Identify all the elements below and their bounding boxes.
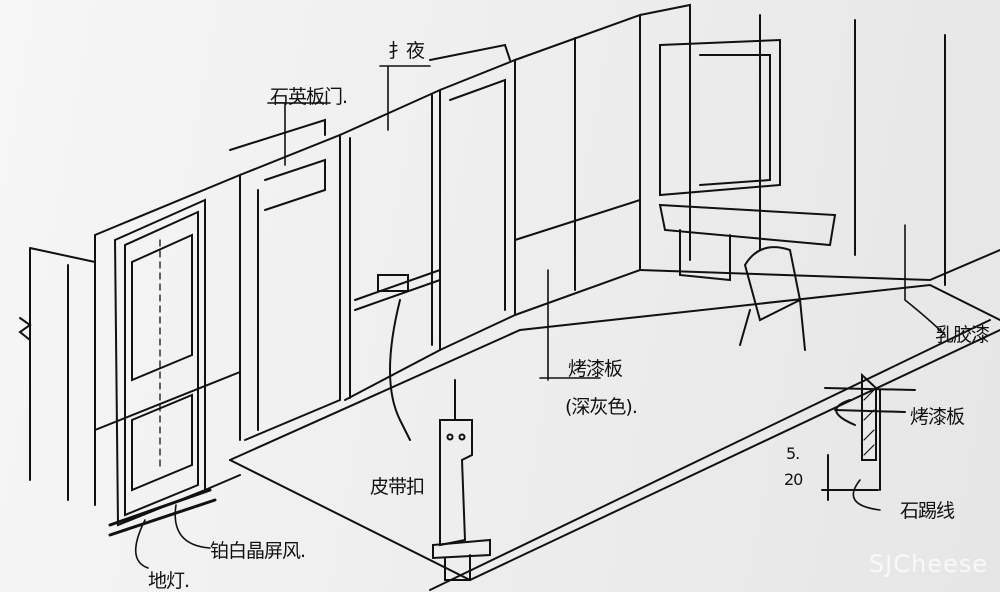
ceiling-label: 扌夜 xyxy=(388,40,425,62)
door-label: 石英板门. xyxy=(270,86,348,108)
belt-buckle-detail xyxy=(389,299,491,581)
floor-outline xyxy=(229,283,1000,591)
section-detail xyxy=(821,372,916,501)
dimension-top: 5. xyxy=(786,444,800,463)
left-wall xyxy=(18,234,96,506)
panel-label: 烤漆板 xyxy=(568,358,623,380)
detail-bottom-label: 石踢线 xyxy=(900,500,955,522)
back-room xyxy=(639,3,1000,351)
watermark: SJCheese xyxy=(868,550,988,578)
wall-panels xyxy=(229,13,641,441)
detail-panel-label: 烤漆板 xyxy=(910,406,965,428)
buckle-label: 皮带扣 xyxy=(370,476,425,498)
wall-right-label: 乳胶漆 xyxy=(935,324,990,346)
panel-color-label: (深灰色). xyxy=(565,396,638,418)
floor-lamp-label: 地灯. xyxy=(148,570,190,592)
screen-label: 铂白晶屏风. xyxy=(210,540,306,562)
door xyxy=(94,173,241,537)
dimension-bottom: 20 xyxy=(784,470,803,489)
leader-lines xyxy=(134,65,946,569)
